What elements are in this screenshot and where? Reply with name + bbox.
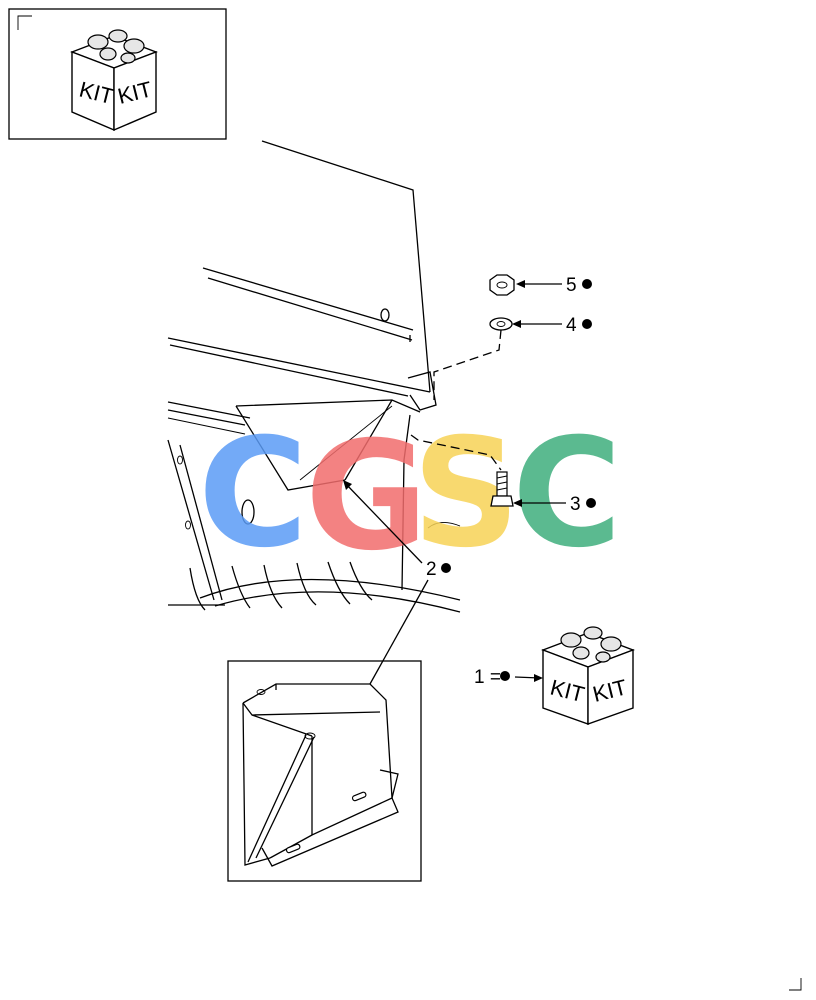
callout-1: 1 = bbox=[474, 667, 543, 688]
watermark-letter-2: G bbox=[305, 410, 428, 584]
callout-3: 3 bbox=[513, 494, 596, 515]
bolt-part bbox=[490, 471, 514, 507]
kit-box-icon-top: KIT KIT bbox=[70, 29, 158, 132]
callout-2: 2 bbox=[343, 480, 451, 685]
watermark: C G S C bbox=[198, 407, 622, 584]
nut-part bbox=[489, 274, 515, 296]
callout-5-label: 5 bbox=[566, 275, 577, 296]
kit-box-icon-callout: KIT KIT bbox=[541, 626, 635, 725]
corner-marks bbox=[17, 15, 802, 991]
callout-4-label: 4 bbox=[566, 315, 577, 336]
bracket-detail-inset bbox=[227, 660, 422, 882]
callout-2-label: 2 bbox=[426, 559, 437, 580]
callout-4: 4 bbox=[512, 315, 592, 336]
watermark-letter-1: C bbox=[198, 407, 308, 581]
machine-frame bbox=[167, 140, 461, 613]
assembly-lines bbox=[410, 329, 502, 471]
kit-reference-box: KIT KIT bbox=[8, 8, 227, 140]
callout-5: 5 bbox=[516, 275, 592, 296]
callout-3-label: 3 bbox=[570, 494, 581, 515]
washer-part bbox=[489, 317, 513, 331]
watermark-letter-4: C bbox=[512, 407, 622, 581]
callout-1-label: 1 = bbox=[474, 667, 501, 688]
